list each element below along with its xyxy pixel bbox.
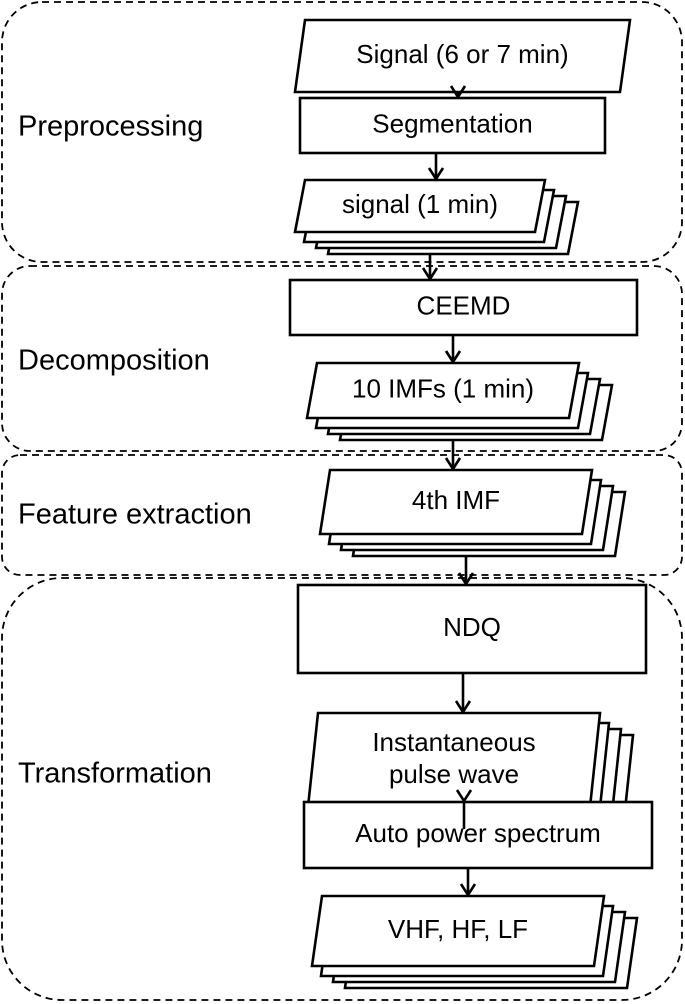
group-feature-extraction: Feature extraction bbox=[1, 454, 683, 576]
edge-pulse-wave-to-aps bbox=[455, 789, 473, 829]
arrow-head-icon bbox=[427, 167, 445, 182]
data-shape bbox=[293, 178, 547, 234]
group-border bbox=[1, 265, 683, 452]
arrow-head-icon bbox=[454, 700, 472, 715]
group-decomposition: Decomposition bbox=[1, 265, 683, 452]
group-transformation: Transformation bbox=[1, 577, 683, 1001]
arrow-head-icon bbox=[459, 883, 477, 898]
data-shape bbox=[310, 894, 606, 968]
arrow-head-icon bbox=[455, 789, 473, 804]
process-box bbox=[298, 96, 607, 155]
arrow-head-icon bbox=[444, 457, 462, 472]
edge-signal-1-to-ceemd bbox=[421, 254, 439, 282]
group-border bbox=[1, 454, 683, 576]
data-shape bbox=[318, 468, 594, 536]
arrow-head-icon bbox=[449, 85, 467, 100]
node-label: 10 IMFs (1 min) bbox=[352, 373, 534, 403]
node-label: NDQ bbox=[443, 612, 501, 642]
arrow-head-icon bbox=[457, 572, 475, 587]
edge-ndq-to-pulse-wave bbox=[454, 673, 472, 715]
node-segmentation: Segmentation bbox=[298, 96, 607, 155]
edge-aps-to-bands bbox=[459, 868, 477, 898]
group-border bbox=[1, 1, 683, 263]
node-ceemd: CEEMD bbox=[288, 278, 639, 337]
node-label: VHF, HF, LF bbox=[388, 914, 528, 944]
node-label: Segmentation bbox=[372, 108, 532, 138]
node-label: Signal (6 or 7 min) bbox=[356, 39, 568, 69]
node-label: CEEMD bbox=[417, 290, 511, 320]
node-imf4: 4th IMF bbox=[318, 468, 627, 558]
edge-imf4-to-ndq bbox=[457, 556, 475, 587]
arrow-head-icon bbox=[421, 267, 439, 282]
group-preprocessing: Preprocessing bbox=[1, 1, 683, 263]
node-imfs: 10 IMFs (1 min) bbox=[305, 361, 614, 442]
group-label: Feature extraction bbox=[18, 499, 252, 531]
edge-ceemd-to-imfs bbox=[444, 335, 462, 365]
node-label: pulse wave bbox=[389, 759, 519, 789]
edge-signal-6-7-to-segmentation bbox=[449, 85, 467, 100]
data-shape bbox=[293, 18, 632, 94]
node-signal-6-7: Signal (6 or 7 min) bbox=[293, 18, 632, 94]
node-label: Instantaneous bbox=[372, 727, 535, 757]
node-label: signal (1 min) bbox=[342, 189, 498, 219]
data-shape bbox=[305, 361, 581, 420]
group-label: Preprocessing bbox=[18, 111, 203, 143]
edge-segmentation-to-signal-1 bbox=[427, 153, 445, 182]
node-label: 4th IMF bbox=[412, 485, 500, 515]
group-border bbox=[1, 577, 683, 1001]
group-label: Transformation bbox=[18, 758, 212, 790]
process-box bbox=[296, 583, 648, 675]
arrow-head-icon bbox=[444, 350, 462, 365]
edge-imfs-to-imf4 bbox=[444, 440, 462, 472]
process-box bbox=[288, 278, 639, 337]
node-bands: VHF, HF, LF bbox=[310, 894, 639, 990]
node-signal-1: signal (1 min) bbox=[293, 178, 580, 256]
node-ndq: NDQ bbox=[296, 583, 648, 675]
group-label: Decomposition bbox=[18, 345, 210, 377]
process-box bbox=[302, 800, 654, 870]
node-label: Auto power spectrum bbox=[355, 818, 601, 848]
node-aps: Auto power spectrum bbox=[302, 800, 654, 870]
